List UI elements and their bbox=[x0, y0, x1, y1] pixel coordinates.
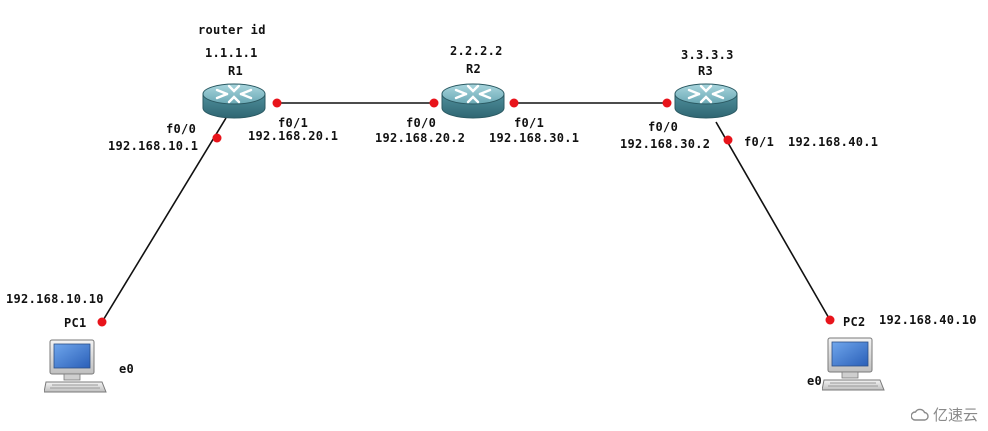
port-dot-r1-f01[interactable] bbox=[272, 98, 282, 108]
r3-f01-label: f0/1 bbox=[744, 135, 775, 149]
port-dot-r3-f01[interactable] bbox=[723, 135, 733, 145]
r1-name: R1 bbox=[228, 64, 244, 78]
r2-f00-ip: 192.168.20.2 bbox=[375, 131, 466, 145]
r3-f00-label: f0/0 bbox=[648, 120, 679, 134]
port-dot-r1-f00[interactable] bbox=[212, 133, 222, 143]
watermark-text: 亿速云 bbox=[932, 406, 978, 424]
r1-f01-ip: 192.168.20.1 bbox=[248, 129, 339, 143]
r2-router-id: 2.2.2.2 bbox=[450, 44, 503, 58]
pc1-name: PC1 bbox=[64, 316, 87, 330]
r1-router-id: 1.1.1.1 bbox=[205, 46, 258, 60]
r2-f00-label: f0/0 bbox=[406, 116, 437, 130]
link-r3-pc2[interactable] bbox=[715, 121, 831, 321]
router-r3-icon[interactable] bbox=[673, 82, 739, 120]
port-dot-pc1-e0[interactable] bbox=[97, 317, 107, 327]
port-dot-r2-f01[interactable] bbox=[509, 98, 519, 108]
r2-f01-label: f0/1 bbox=[514, 116, 545, 130]
r2-f01-ip: 192.168.30.1 bbox=[489, 131, 580, 145]
pc1-icon[interactable] bbox=[44, 339, 107, 393]
port-dot-r2-f00[interactable] bbox=[429, 98, 439, 108]
r1-f00-label: f0/0 bbox=[166, 122, 197, 136]
link-r1-pc1[interactable] bbox=[101, 117, 227, 323]
r2-name: R2 bbox=[466, 62, 482, 76]
r1-f01-label: f0/1 bbox=[278, 116, 309, 130]
watermark: 亿速云 bbox=[910, 404, 978, 425]
router-id-caption: router id bbox=[198, 23, 266, 37]
pc2-iface: e0 bbox=[807, 374, 823, 388]
port-dot-pc2-e0[interactable] bbox=[825, 315, 835, 325]
pc2-ip: 192.168.40.10 bbox=[879, 313, 977, 327]
pc1-iface: e0 bbox=[119, 362, 135, 376]
router-r2-icon[interactable] bbox=[440, 82, 506, 120]
cloud-logo-icon bbox=[910, 408, 929, 421]
r3-f01-ip: 192.168.40.1 bbox=[788, 135, 879, 149]
r3-router-id: 3.3.3.3 bbox=[681, 48, 734, 62]
r1-f00-ip: 192.168.10.1 bbox=[108, 139, 199, 153]
router-r1-icon[interactable] bbox=[201, 82, 267, 120]
pc1-ip: 192.168.10.10 bbox=[6, 292, 104, 306]
pc2-icon[interactable] bbox=[822, 337, 885, 391]
pc2-name: PC2 bbox=[843, 315, 866, 329]
r3-f00-ip: 192.168.30.2 bbox=[620, 137, 711, 151]
r3-name: R3 bbox=[698, 64, 714, 78]
port-dot-r3-f00[interactable] bbox=[662, 98, 672, 108]
